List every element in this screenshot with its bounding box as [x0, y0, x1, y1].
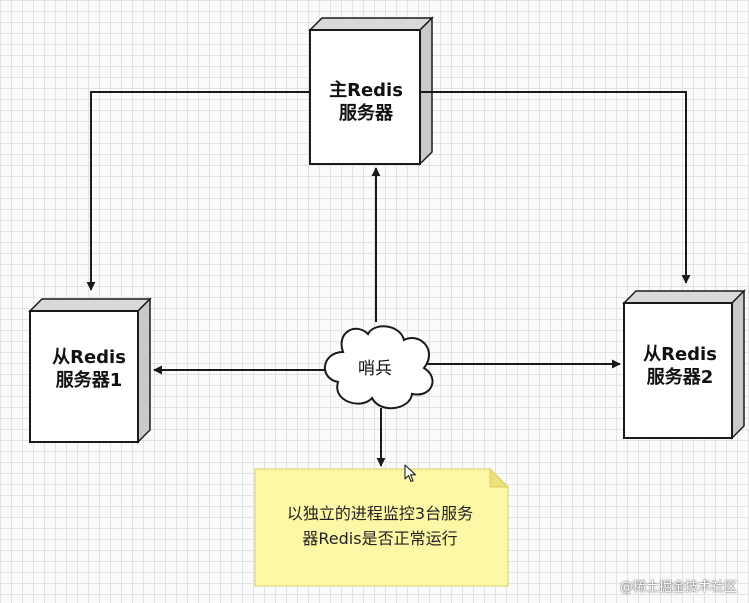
slave2-server-box [622, 289, 746, 440]
watermark: @稀土掘金技术社区 [619, 580, 737, 595]
sentinel-label: 哨兵 [358, 359, 392, 379]
slave2-server-label: 从Redis 服务器2 [643, 344, 717, 389]
master-server-label: 主Redis 服务器 [329, 80, 403, 125]
master-to-slave2-arrow [420, 91, 691, 284]
slave1-server-label: 从Redis 服务器1 [52, 347, 126, 392]
mouse-cursor-icon [404, 464, 417, 483]
master-server-box [308, 16, 434, 166]
sentinel-cloud [323, 325, 434, 410]
note-text: 以独立的进程监控3台服务 器Redis是否正常运行 [286, 504, 474, 548]
slave1-server-box [28, 297, 152, 444]
note-shape [254, 467, 510, 587]
master-to-slave1-arrow [86, 91, 310, 291]
